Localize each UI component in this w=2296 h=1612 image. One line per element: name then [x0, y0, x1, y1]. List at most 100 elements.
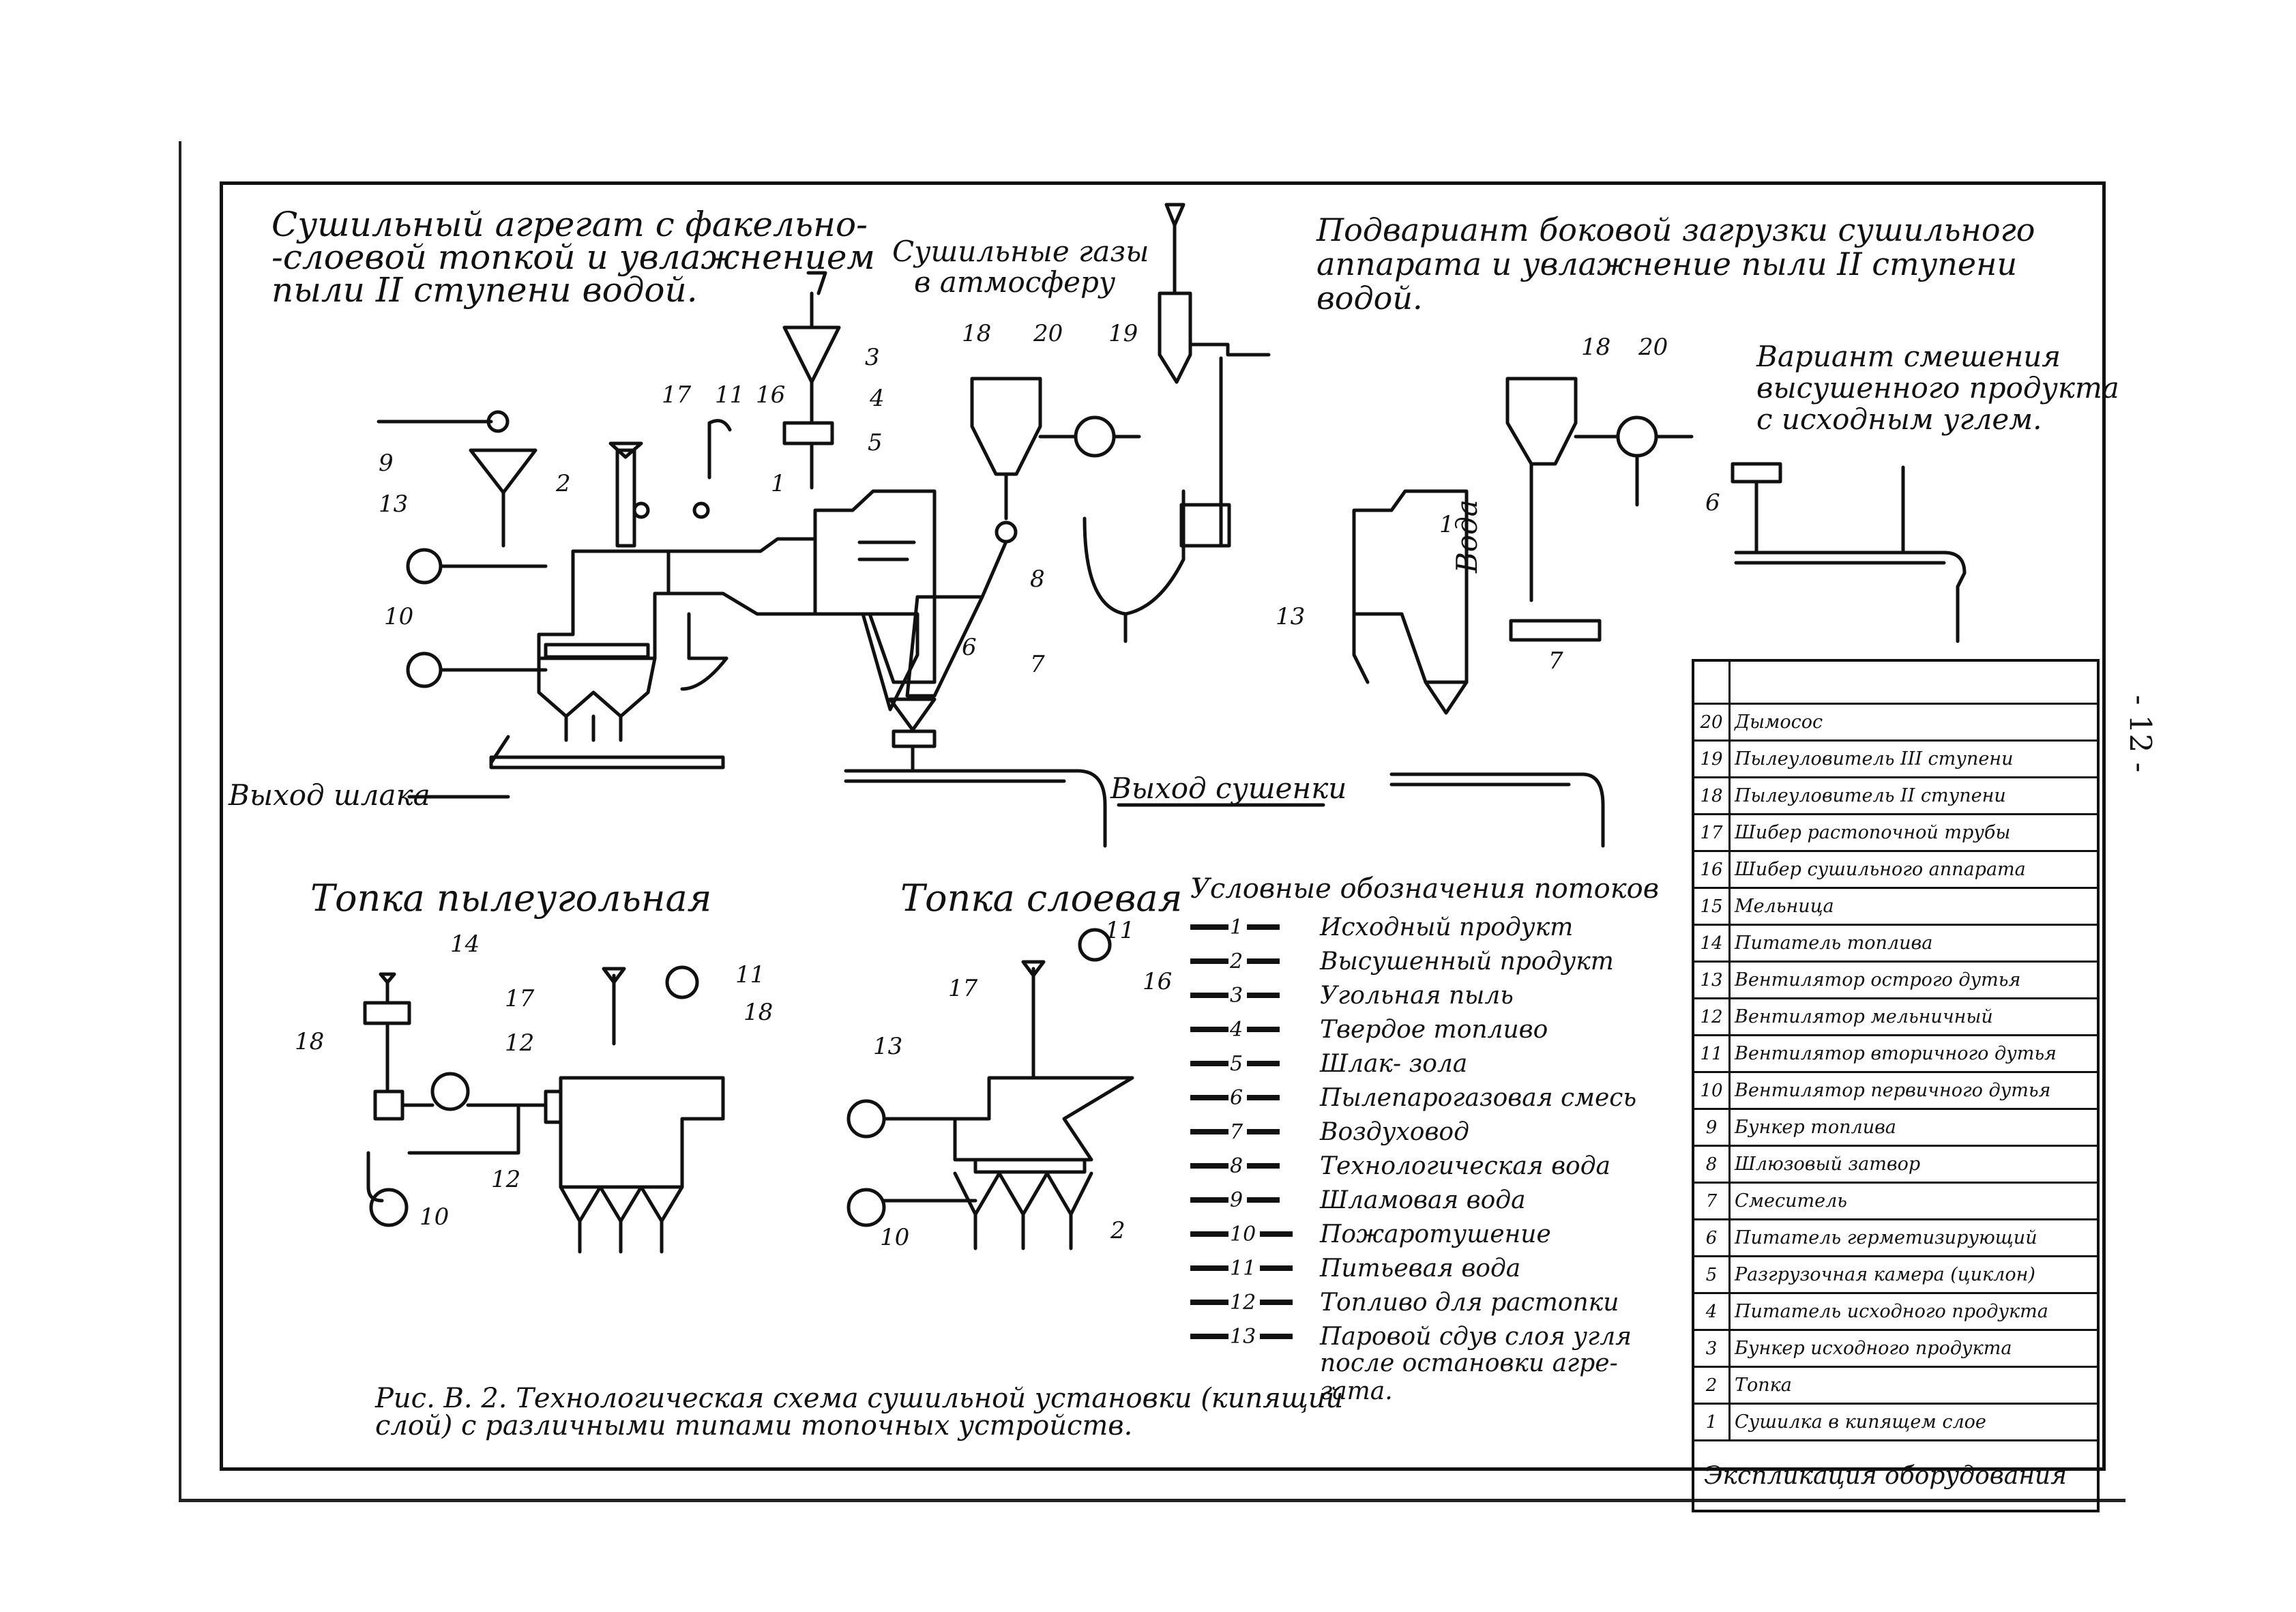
damper-16-icon: [692, 501, 710, 519]
furnace-hoppers: [537, 656, 657, 718]
dried-product-conveyor: [844, 769, 1080, 783]
legend-code: 11: [1230, 1256, 1256, 1280]
callout-2d: 2: [1110, 1217, 1125, 1244]
callout-11: 11: [715, 381, 744, 409]
legend-dash: [1190, 958, 1228, 964]
legend-dash: [1190, 1300, 1228, 1305]
legend-note-line-1: после остановки агре-: [1320, 1349, 1618, 1377]
callout-16: 16: [756, 381, 785, 409]
equipment-name: Пылеуловитель III ступени: [1735, 748, 2014, 770]
raw-product-inlet: [806, 271, 827, 329]
main-scheme-title-line-3: пыли II ступени водой.: [271, 270, 698, 310]
callout-10c: 10: [420, 1203, 449, 1231]
equipment-name: Топка: [1735, 1375, 1792, 1396]
callout-18c: 18: [295, 1028, 324, 1055]
exhaust-stack-icon: [1164, 203, 1186, 295]
legend-dash: [1190, 993, 1228, 998]
pf-fuel-inlet-icon: [379, 972, 396, 1005]
subvariant-mixer-7: [1509, 619, 1602, 642]
equipment-number: 3: [1694, 1331, 1731, 1366]
subvariant-exhauster-ducts: [1574, 435, 1694, 507]
lf-ash-outlets: [973, 1212, 1073, 1250]
legend-text: Питьевая вода: [1320, 1254, 1521, 1283]
main-scheme-title-line-1: Сушильный агрегат с факельно-: [271, 205, 868, 244]
callout-20b: 20: [1638, 334, 1668, 361]
callout-11c: 11: [735, 961, 765, 988]
legend-dash: [1190, 1334, 1228, 1339]
subvariant-title-line-2: аппарата и увлажнение пыли II ступени: [1316, 246, 2018, 282]
lf-fan-10-icon: [847, 1188, 886, 1227]
equipment-number: 13: [1694, 963, 1731, 997]
ash-outlets: [564, 714, 623, 742]
subvariant-dryer-leg: [1352, 612, 1370, 684]
raw-product-feeder-4: [782, 421, 834, 445]
equipment-name: Вентилятор первичного дутья: [1735, 1080, 2051, 1101]
callout-18b: 18: [1581, 334, 1610, 361]
figure-caption-line-2: слой) с различными типами топочных устро…: [375, 1410, 1133, 1441]
lf-startup-chimney-17: [1021, 960, 1046, 1080]
subvariant-title-line-1: Подвариант боковой загрузки сушильного: [1316, 211, 2035, 248]
legend-line-symbol: 2: [1190, 950, 1320, 973]
mixing-conveyor: [1734, 551, 1946, 565]
equipment-name: Бункер исходного продукта: [1735, 1338, 2012, 1359]
table-header-blank: [1694, 662, 2097, 705]
equipment-number: 15: [1694, 889, 1731, 924]
legend-dash: [1260, 1231, 1293, 1237]
legend-text: Пылепарогазовая смесь: [1320, 1083, 1637, 1112]
mixing-variant-title-line-1: Вариант смешения: [1756, 340, 2061, 373]
page-number: - 12 -: [2122, 694, 2158, 773]
equipment-name: Шлюзовый затвор: [1735, 1154, 1921, 1175]
damper-17-icon: [632, 501, 650, 519]
mixing-variant-title: Вариант смешения высушенного продукта с …: [1756, 341, 2119, 435]
legend-text: Топливо для растопки: [1320, 1288, 1619, 1317]
equipment-name: Вентилятор мельничный: [1735, 1006, 1993, 1027]
equipment-number: 18: [1694, 778, 1731, 813]
legend-line-symbol: 13: [1190, 1325, 1320, 1349]
discharge-chamber: [905, 595, 984, 698]
legend-dash: [1190, 1231, 1228, 1237]
legend-line-symbol: 5: [1190, 1052, 1320, 1076]
subvariant-title: Подвариант боковой загрузки сушильного а…: [1316, 213, 2035, 315]
legend-dash: [1247, 1095, 1280, 1100]
pf-furnace-body: [559, 1076, 725, 1189]
equipment-name: Сушилка в кипящем слое: [1735, 1411, 1986, 1433]
equipment-name: Шибер растопочной трубы: [1735, 822, 2011, 843]
legend-text: Технологическая вода: [1320, 1152, 1610, 1180]
callout-2: 2: [555, 470, 571, 497]
legend-line-symbol: 9: [1190, 1188, 1320, 1212]
equipment-name: Бункер топлива: [1735, 1117, 1896, 1138]
legend-code: 2: [1230, 949, 1243, 973]
figure-caption-line-1: Рис. В. 2. Технологическая схема сушильн…: [375, 1383, 1344, 1414]
callout-17d: 17: [948, 975, 978, 1002]
slag-chute: [489, 735, 510, 765]
dust-return-line: [980, 540, 1008, 599]
legend-line-symbol: 10: [1190, 1222, 1320, 1246]
callout-7b: 7: [1548, 647, 1563, 675]
legend-line-symbol: 3: [1190, 984, 1320, 1008]
figure-caption: Рис. В. 2. Технологическая схема сушильн…: [375, 1385, 1343, 1439]
equipment-name: Вентилятор острого дутья: [1735, 969, 2021, 991]
callout-13d: 13: [873, 1033, 902, 1060]
callout-17: 17: [662, 381, 692, 409]
legend-dash: [1247, 924, 1280, 930]
subvariant-chute: [1580, 772, 1605, 848]
equipment-number: 4: [1694, 1294, 1731, 1329]
legend-title: Условные обозначения потоков: [1190, 873, 1660, 905]
equipment-name: Дымосос: [1735, 712, 1823, 733]
to-atmosphere-label: в атмосферу: [914, 265, 1116, 299]
legend-code: 4: [1230, 1017, 1243, 1042]
fan-13-duct: [680, 656, 728, 691]
